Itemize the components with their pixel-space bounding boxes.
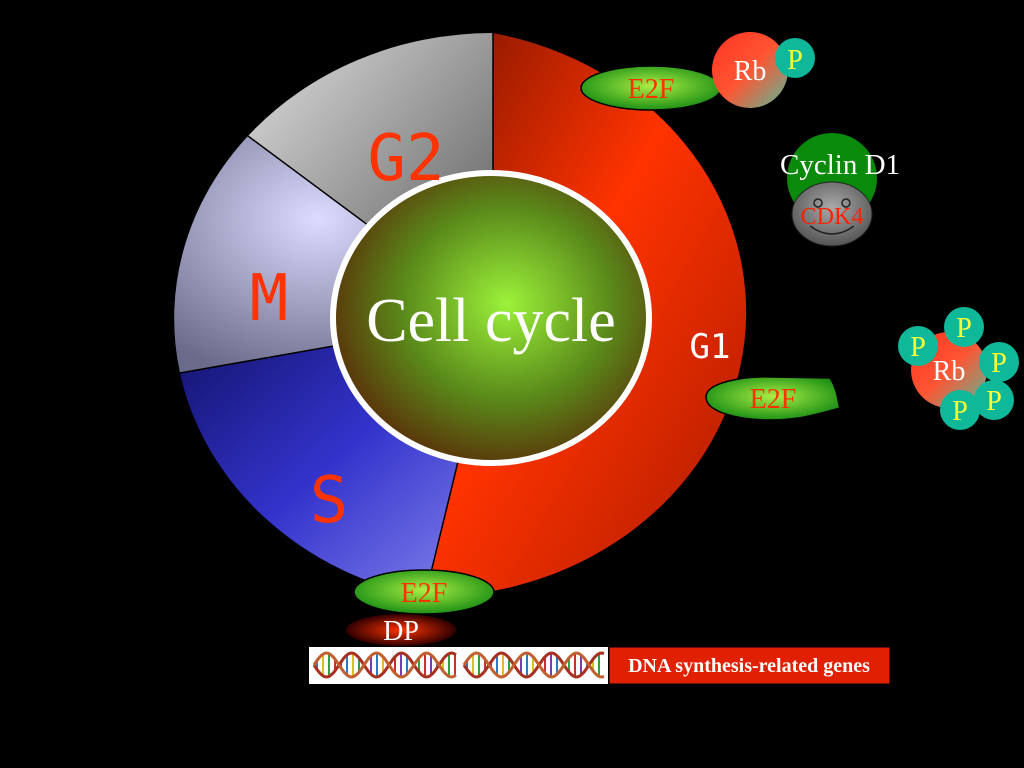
rb-label-top: Rb bbox=[734, 56, 767, 87]
dp-protein bbox=[346, 614, 456, 646]
dp-label: DP bbox=[383, 616, 419, 647]
cyclin-cdk4-complex: Cyclin D1 CDK4 bbox=[780, 133, 900, 247]
e2f-protein-bottom bbox=[353, 569, 495, 615]
phosphate-label-top: P bbox=[787, 45, 803, 76]
phosphate-label-right-4: P bbox=[986, 386, 1002, 417]
phase-label-g1: G1 bbox=[690, 327, 731, 367]
gene-label: DNA synthesis-related genes bbox=[628, 655, 870, 677]
phosphate-label-right-2: P bbox=[956, 313, 972, 344]
rb-label-right: Rb bbox=[933, 356, 966, 387]
cdk4-label: CDK4 bbox=[801, 204, 864, 230]
phosphate-label-right-3: P bbox=[991, 348, 1007, 379]
phase-label-g2: G2 bbox=[367, 122, 444, 196]
rb-hyperphosphorylated: Rb P P P P P bbox=[898, 307, 1019, 430]
dna-strip bbox=[309, 647, 608, 684]
e2f-label-bottom: E2F bbox=[401, 578, 448, 609]
phosphate-right-2 bbox=[944, 307, 984, 347]
e2f-protein-middle-group: E2F bbox=[705, 376, 842, 421]
gene-label-bar bbox=[608, 646, 891, 685]
phosphate-right-3 bbox=[979, 342, 1019, 382]
center-label: Cell cycle bbox=[366, 287, 616, 355]
rb-e2f-complex-top: E2F Rb P bbox=[580, 32, 815, 111]
cyclin-d1-label: Cyclin D1 bbox=[780, 149, 900, 181]
e2f-dp-complex: E2F DP bbox=[346, 569, 495, 647]
phosphate-label-right-5: P bbox=[952, 396, 968, 427]
phosphate-right-5 bbox=[940, 390, 980, 430]
e2f-label-middle: E2F bbox=[750, 384, 797, 415]
phase-label-m: M bbox=[250, 262, 289, 336]
rb-protein-top bbox=[712, 32, 788, 108]
phosphate-top bbox=[775, 38, 815, 78]
phosphate-right-1 bbox=[898, 326, 938, 366]
phase-label-s: S bbox=[310, 464, 349, 538]
cdk4-protein bbox=[791, 181, 873, 247]
e2f-label-top: E2F bbox=[628, 74, 675, 105]
dna-helix-icon bbox=[312, 651, 605, 679]
phosphate-label-right-1: P bbox=[910, 332, 926, 363]
cell-cycle-center bbox=[330, 170, 652, 466]
e2f-protein-middle bbox=[705, 376, 842, 421]
phosphate-right-4 bbox=[974, 380, 1014, 420]
